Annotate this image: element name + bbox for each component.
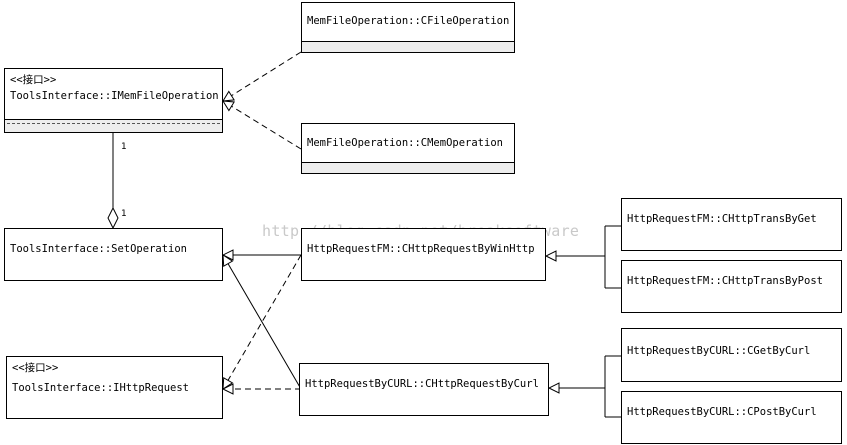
class-name: HttpRequestByCURL::CHttpRequestByCurl bbox=[305, 378, 539, 390]
operations-separator bbox=[7, 123, 220, 124]
class-chttprequestbycurl[interactable]: HttpRequestByCURL::CHttpRequestByCurl bbox=[299, 363, 549, 416]
attributes-compartment bbox=[622, 432, 841, 443]
class-setoperation[interactable]: ToolsInterface::SetOperation bbox=[4, 228, 223, 281]
attributes-compartment bbox=[300, 404, 548, 415]
multiplicity-bottom: 1 bbox=[121, 209, 127, 219]
class-imemfileoperation[interactable]: <<接口>> ToolsInterface::IMemFileOperation bbox=[4, 68, 223, 133]
class-name: ToolsInterface::SetOperation bbox=[10, 243, 188, 255]
class-name: HttpRequestByCURL::CGetByCurl bbox=[627, 345, 811, 357]
realization-cmem-to-imemfile bbox=[223, 101, 302, 150]
class-name: HttpRequestFM::CHttpRequestByWinHttp bbox=[307, 243, 535, 255]
class-cpostbycurl[interactable]: HttpRequestByCURL::CPostByCurl bbox=[621, 391, 842, 444]
attributes-compartment bbox=[302, 42, 514, 52]
attributes-compartment bbox=[622, 369, 841, 381]
aggregation-diamond bbox=[107, 206, 119, 230]
attributes-compartment bbox=[622, 301, 841, 312]
attributes-compartment bbox=[302, 269, 545, 280]
class-name: MemFileOperation::CFileOperation bbox=[307, 15, 510, 27]
class-chttptransbypost[interactable]: HttpRequestFM::CHttpTransByPost bbox=[621, 260, 842, 313]
attributes-compartment bbox=[5, 269, 222, 280]
class-name: MemFileOperation::CMemOperation bbox=[307, 137, 503, 149]
attributes-compartment bbox=[302, 163, 514, 173]
attributes-compartment bbox=[7, 407, 222, 418]
class-ihttprequest[interactable]: <<接口>> ToolsInterface::IHttpRequest bbox=[6, 356, 223, 419]
class-cfileoperation[interactable]: MemFileOperation::CFileOperation bbox=[301, 2, 515, 53]
class-cmemoperation[interactable]: MemFileOperation::CMemOperation bbox=[301, 123, 515, 174]
stereotype-label: <<接口>> bbox=[10, 74, 57, 86]
class-chttptransbyget[interactable]: HttpRequestFM::CHttpTransByGet bbox=[621, 198, 842, 251]
realization-winhttp-to-ihttp bbox=[223, 254, 302, 389]
realization-cfile-to-imemfile bbox=[223, 51, 302, 101]
class-chttprequestbywinhttp[interactable]: HttpRequestFM::CHttpRequestByWinHttp bbox=[301, 228, 546, 281]
stereotype-label: <<接口>> bbox=[12, 362, 59, 374]
class-name: HttpRequestFM::CHttpTransByPost bbox=[627, 275, 823, 287]
class-name: HttpRequestFM::CHttpTransByGet bbox=[627, 213, 817, 225]
class-cgetbycurl[interactable]: HttpRequestByCURL::CGetByCurl bbox=[621, 328, 842, 382]
operations-compartment bbox=[5, 120, 222, 132]
generalization-curl-to-setop bbox=[223, 255, 302, 390]
attributes-compartment bbox=[622, 239, 841, 250]
multiplicity-top: 1 bbox=[121, 142, 127, 152]
class-name: HttpRequestByCURL::CPostByCurl bbox=[627, 406, 817, 418]
class-name: ToolsInterface::IMemFileOperation bbox=[10, 90, 219, 102]
class-name: ToolsInterface::IHttpRequest bbox=[12, 382, 190, 394]
